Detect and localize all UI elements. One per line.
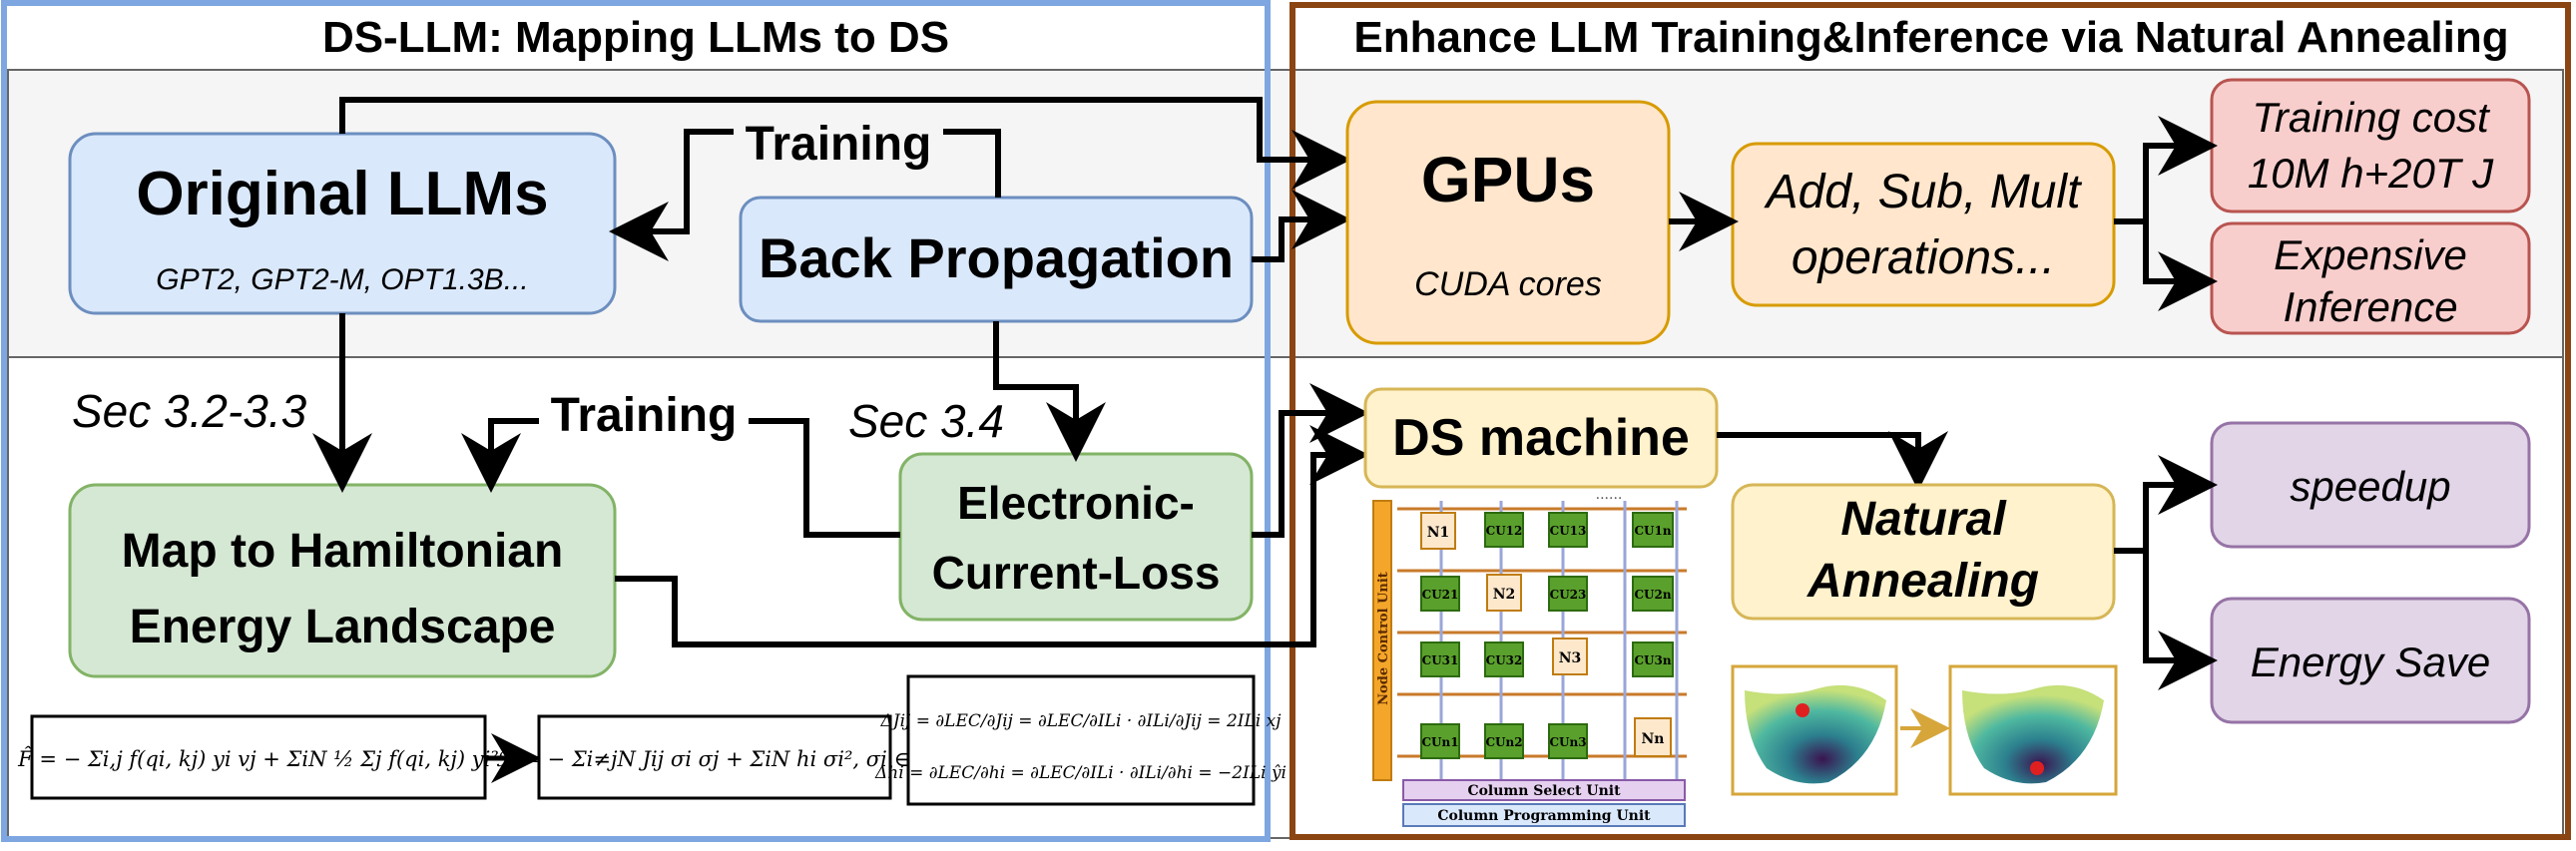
- chip-cu-label: CU1n: [1634, 524, 1671, 538]
- ec-loss-line2: Current-Loss: [932, 547, 1221, 599]
- chip-cu-label: CU12: [1486, 524, 1523, 538]
- operations-line1: Add, Sub, Mult: [1764, 166, 2083, 218]
- chip-coupling-unit: [1484, 641, 1524, 677]
- left-panel-title: DS-LLM: Mapping LLMs to DS: [322, 13, 949, 62]
- chip-node: [1486, 574, 1522, 612]
- ecloss-to-dsmachine-arrow: [1252, 383, 1369, 538]
- training-bottom-arrow: [461, 418, 900, 538]
- dsmachine-to-annealing-arrow: [1717, 431, 1948, 491]
- natural-annealing-line1: Natural: [1840, 493, 2007, 546]
- training-cost-line2: 10M h+20T J: [2248, 150, 2494, 197]
- chip-cu-label: CUn3: [1549, 735, 1586, 749]
- state-ball-after: [2030, 761, 2044, 775]
- operations-branch-line: [2114, 116, 2218, 224]
- chip-cu-label: CU32: [1486, 653, 1523, 667]
- back-propagation-label: Back Propagation: [759, 226, 1234, 289]
- hamiltonian-line2: Energy Landscape: [130, 601, 556, 653]
- training-cost-line1: Training cost: [2252, 94, 2491, 141]
- chip-node: [1420, 512, 1456, 550]
- annealing-to-energysave-arrow: [2143, 551, 2218, 690]
- chip-node: [1634, 717, 1672, 757]
- right-panel-title: Enhance LLM Training&Inference via Natur…: [1353, 13, 2508, 62]
- chip-node: [1552, 638, 1588, 675]
- sec-32-33-label: Sec 3.2-3.3: [72, 385, 307, 437]
- chip-node-label: N3: [1559, 650, 1582, 666]
- chip-coupling-unit: [1632, 512, 1674, 548]
- state-ball-before: [1796, 703, 1809, 717]
- chip-node-label: N2: [1493, 587, 1516, 603]
- chip-coupling-unit: [1632, 641, 1674, 677]
- training-bottom-label-bg: [539, 385, 749, 437]
- training-label-top: Training: [746, 118, 932, 171]
- gpus-title: GPUs: [1421, 144, 1595, 215]
- node-control-unit-label: Node Control Unit: [1376, 572, 1391, 705]
- column-select-unit-label: Column Select Unit: [1467, 783, 1621, 799]
- expensive-line1: Expensive: [2274, 231, 2467, 278]
- chip-cu-label: CU2n: [1634, 588, 1671, 602]
- chip-node-label: N1: [1427, 525, 1450, 541]
- annealing-to-speedup-arrow: [2114, 455, 2218, 554]
- llms-to-gpus-arrow: [339, 97, 1351, 190]
- chip-coupling-unit: [1632, 576, 1674, 612]
- ec-loss-line1: Electronic-: [957, 477, 1195, 529]
- left-panel-frame: [1, 0, 1271, 842]
- chip-node-label: Nn: [1642, 731, 1665, 747]
- chip-coupling-unit: [1484, 723, 1524, 759]
- equation-box-1: [30, 714, 487, 800]
- training-label-bottom: Training: [551, 389, 738, 442]
- chip-coupling-unit: [1420, 641, 1460, 677]
- chip-cu-label: CU13: [1550, 524, 1587, 538]
- chip-coupling-unit: [1548, 512, 1588, 548]
- energy-surface-before: [1745, 684, 1886, 784]
- operations-to-expensive-arrow: [2143, 221, 2218, 311]
- hamiltonian-line1: Map to Hamiltonian: [122, 525, 564, 578]
- chip-cu-label: CUn2: [1485, 735, 1522, 749]
- column-programming-unit-label: Column Programming Unit: [1437, 808, 1651, 824]
- training-top-label-bg: [734, 112, 943, 164]
- equation-3-line2: Δhi = ∂LEC/∂hi = ∂LEC/∂ILi · ∂ILi/∂hi = …: [874, 763, 1287, 783]
- ds-chip-diagram: Node Control Unit N1 N2 N3 Nn CU12 CU13: [1372, 487, 1687, 827]
- right-panel-frame: [1289, 2, 2571, 840]
- backprop-to-gpus-arrow: [1252, 190, 1351, 262]
- node-control-unit-bar: [1372, 500, 1392, 781]
- chip-cu-label: CU21: [1422, 588, 1459, 602]
- sec-34-label: Sec 3.4: [848, 395, 1004, 447]
- equation-1: F̂ = − Σi,j f(qi, kj) yi vj + ΣiN ½ Σj f…: [17, 747, 499, 771]
- expensive-line2: Inference: [2283, 283, 2457, 330]
- equation-3-line1: ΔJij = ∂LEC/∂Jij = ∂LEC/∂ILi · ∂ILi/∂Jij…: [880, 711, 1283, 731]
- natural-annealing-line2: Annealing: [1806, 555, 2039, 608]
- equation-box-3: [906, 674, 1256, 806]
- chip-cu-label: CU3n: [1634, 653, 1671, 667]
- chip-coupling-unit: [1484, 512, 1524, 548]
- equation-box-2: [537, 714, 892, 800]
- chip-coupling-unit: [1420, 576, 1460, 612]
- energy-surface-after: [1962, 684, 2104, 784]
- operations-line2: operations...: [1792, 231, 2055, 284]
- chip-dots-label: ......: [1596, 487, 1623, 503]
- chip-coupling-unit: [1548, 576, 1588, 612]
- training-top-arrow: [609, 129, 1001, 261]
- gpus-subtitle: CUDA cores: [1414, 265, 1602, 303]
- energy-save-label: Energy Save: [2251, 638, 2490, 685]
- column-select-unit-bar: [1402, 779, 1686, 801]
- chip-cu-label: CU31: [1422, 653, 1459, 667]
- chip-coupling-unit: [1548, 723, 1588, 759]
- hamiltonian-to-dsmachine-arrow: [615, 425, 1369, 647]
- original-llms-title: Original LLMs: [136, 160, 548, 228]
- backprop-to-ecloss-arrow: [993, 321, 1106, 462]
- chip-coupling-unit: [1420, 723, 1460, 759]
- chip-cu-label: CUn1: [1421, 735, 1458, 749]
- column-programming-unit-bar: [1402, 803, 1686, 827]
- ds-machine-label: DS machine: [1392, 409, 1690, 467]
- original-llms-subtitle: GPT2, GPT2-M, OPT1.3B...: [156, 263, 528, 296]
- speedup-label: speedup: [2290, 463, 2450, 510]
- equation-2: ℋ = − Σi≠jN Jij σi σj + ΣiN hi σi², σi ∈…: [496, 747, 935, 771]
- chip-cu-label: CU23: [1550, 588, 1587, 602]
- gpus-box: [1345, 100, 1671, 345]
